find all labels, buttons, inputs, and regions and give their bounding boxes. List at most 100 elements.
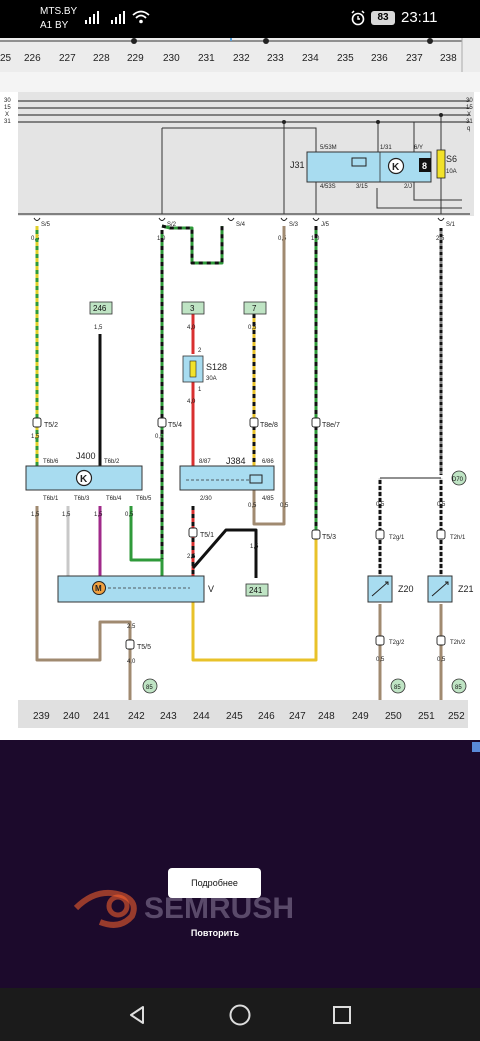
retry-link[interactable]: Повторить [190, 928, 240, 938]
svg-text:7: 7 [252, 304, 257, 313]
relay-j384-pin: 4/85 [262, 496, 274, 502]
fuse-s128-rating: 30A [206, 376, 217, 382]
svg-text:252: 252 [448, 711, 465, 722]
learn-more-button[interactable]: Подробнее [168, 868, 261, 898]
status-clock: 23:11 [401, 9, 438, 26]
svg-text:1,5: 1,5 [250, 544, 259, 550]
wiring-diagram-image[interactable]: 25 226 227 228 229 230 231 232 233 234 2… [0, 38, 480, 740]
back-button[interactable] [122, 1000, 152, 1030]
connector-label: S/2 [167, 222, 177, 228]
top-ruler-label: 227 [59, 53, 76, 64]
terminal-label: T8e/8 [260, 422, 278, 429]
ref-box-3[interactable]: 3 [181, 301, 205, 315]
svg-text:3: 3 [190, 304, 195, 313]
svg-text:85: 85 [455, 685, 462, 691]
relay-j31-pin: 3/15 [356, 184, 368, 190]
svg-text:242: 242 [128, 711, 145, 722]
motor-v[interactable]: M [57, 575, 205, 603]
svg-text:246: 246 [93, 304, 107, 313]
svg-text:2,5: 2,5 [127, 624, 136, 630]
svg-text:239: 239 [33, 711, 50, 722]
fuse-s128[interactable] [182, 355, 204, 383]
svg-text:0,5: 0,5 [437, 657, 446, 663]
ref-box-246[interactable]: 246 [89, 301, 113, 315]
module-j400-pin: T6b/4 [106, 496, 122, 502]
relay-j31-k-symbol: K [392, 162, 400, 173]
module-j400-pin: T6b/2 [104, 459, 120, 465]
sensor-z20-label: Z20 [398, 584, 414, 594]
recents-square-icon [333, 1006, 351, 1024]
carrier-name-2: A1 BY [40, 20, 69, 31]
connector-label: S/5 [41, 222, 51, 228]
top-ruler-label: 233 [267, 53, 284, 64]
svg-text:241: 241 [93, 711, 110, 722]
module-j400-pin: T6b/5 [136, 496, 152, 502]
relay-j384-label: J384 [226, 456, 246, 466]
svg-text:248: 248 [318, 711, 335, 722]
svg-text:245: 245 [226, 711, 243, 722]
relay-j31-label: J31 [290, 160, 305, 170]
top-ruler-label: 226 [24, 53, 41, 64]
bus-label: X [5, 112, 9, 118]
svg-text:246: 246 [258, 711, 275, 722]
sensor-terminal: T2h/2 [450, 640, 466, 646]
sensor-z21[interactable] [427, 575, 453, 603]
ground-point[interactable]: 85 [390, 678, 406, 694]
recents-button[interactable] [327, 1000, 357, 1030]
top-ruler-label: 231 [198, 53, 215, 64]
relay-j31-number-badge [419, 158, 431, 172]
svg-text:250: 250 [385, 711, 402, 722]
top-ruler-label: 25 [0, 53, 12, 64]
relay-j384-pin: 2/30 [200, 496, 212, 502]
module-j400-pin: T6b/3 [74, 496, 90, 502]
svg-text:1,5: 1,5 [94, 325, 103, 331]
sensor-z21-label: Z21 [458, 584, 474, 594]
junction-d70[interactable]: D70 [451, 470, 467, 486]
svg-text:1,5: 1,5 [31, 434, 40, 440]
home-circle-icon [229, 1004, 251, 1026]
relay-j31-pin: 2/J [404, 184, 412, 190]
module-j400[interactable]: K [25, 465, 143, 491]
svg-text:4,0: 4,0 [187, 399, 196, 405]
svg-text:241: 241 [249, 586, 263, 595]
top-ruler-label: 237 [406, 53, 423, 64]
bus-label: 15 [4, 105, 11, 111]
relay-j31[interactable]: K [306, 151, 432, 183]
wire-brown-s3 [252, 226, 286, 526]
wire-yellow-v [191, 538, 318, 662]
svg-text:243: 243 [160, 711, 177, 722]
ref-box-241[interactable]: 241 [245, 583, 269, 597]
svg-text:0,5: 0,5 [248, 503, 257, 509]
terminal-label: T5/4 [168, 422, 182, 429]
sensor-z20[interactable] [367, 575, 393, 603]
ground-point[interactable]: 85 [142, 678, 158, 694]
ground-point[interactable]: 85 [451, 678, 467, 694]
relay-j384[interactable] [179, 465, 275, 491]
ad-banner[interactable]: SEMRUSH Подробнее Повторить [0, 740, 480, 988]
relay-j31-pin: 1/31 [380, 145, 392, 151]
terminal-label: T5/2 [44, 422, 58, 429]
relay-j31-pin: 4/53S [320, 184, 336, 190]
connector-label: S/3 [289, 222, 299, 228]
relay-j31-pin: 5/53M [320, 145, 337, 151]
home-button[interactable] [225, 1000, 255, 1030]
bus-label: 30 [4, 98, 11, 104]
bus-label-right: q [467, 126, 470, 132]
connector-label: J/5 [321, 222, 330, 228]
ad-info-icon[interactable] [472, 742, 480, 752]
svg-text:2,5: 2,5 [187, 554, 196, 560]
svg-text:0,5: 0,5 [248, 325, 257, 331]
ref-box-7[interactable]: 7 [243, 301, 267, 315]
svg-text:D70: D70 [452, 477, 464, 483]
bus-label-right: X [467, 112, 471, 118]
svg-text:0,5: 0,5 [280, 503, 289, 509]
fuse-s6[interactable] [436, 149, 446, 179]
navigation-bar [0, 988, 480, 1041]
svg-text:85: 85 [146, 685, 153, 691]
bus-label-right: 15 [466, 105, 473, 111]
sensor-terminal: T2g/1 [389, 535, 405, 541]
svg-text:0,5: 0,5 [125, 512, 134, 518]
terminal-label: T5/5 [137, 644, 151, 651]
top-ruler-label: 228 [93, 53, 110, 64]
module-j400-pin: T6b/6 [43, 459, 59, 465]
